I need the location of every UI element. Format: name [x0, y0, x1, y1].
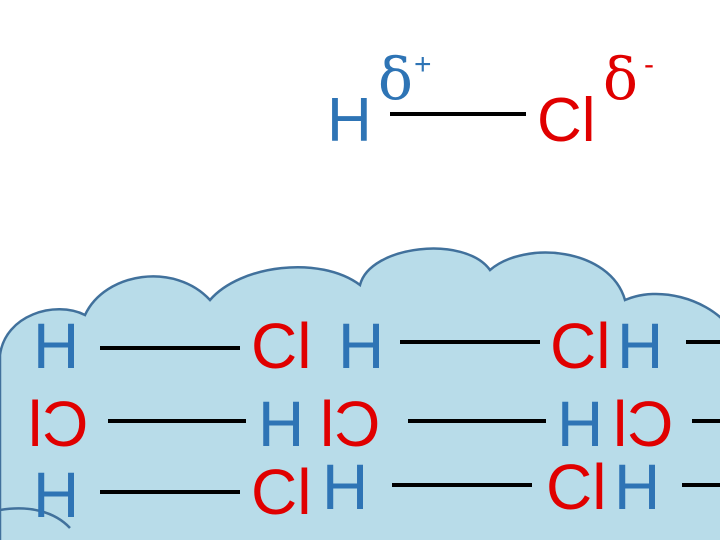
cloud-bottom-left-lobe [0, 507, 71, 529]
row1-atom-4: Cl [550, 310, 611, 382]
row1-atom-1: H [33, 310, 80, 382]
row2-atom-1: Cl [28, 388, 89, 460]
molecule-hydrogen: H [327, 86, 372, 155]
row3-atom-1: H [33, 459, 80, 531]
row2-atom-4: H [557, 388, 604, 460]
row2-atom-3-text: Cl [320, 388, 381, 460]
row2-bond-2 [408, 419, 546, 423]
delta-negative-symbol: δ [603, 45, 638, 113]
row2-bond-1 [108, 419, 246, 423]
row3-bond-2 [392, 483, 532, 487]
row1-bond-3 [686, 340, 720, 344]
delta-negative-sign: - [644, 48, 654, 81]
molecule-bond [390, 112, 526, 116]
molecule-chlorine: Cl [537, 86, 596, 155]
row3-atom-5: H [614, 451, 661, 523]
row1-bond-2 [400, 340, 540, 344]
row1-atom-5: H [617, 310, 664, 382]
delta-positive-sign: + [414, 48, 432, 81]
row3-atom-3: H [322, 451, 369, 523]
row2-atom-5-text: Cl [613, 388, 674, 460]
row1-bond-1 [100, 346, 240, 350]
row2-atom-1-text: Cl [28, 388, 89, 460]
row3-atom-4: Cl [546, 451, 607, 523]
row3-bond-1 [100, 490, 240, 494]
cloud-outline [0, 247, 720, 540]
row2-bond-3 [692, 419, 720, 423]
row3-atom-2: Cl [251, 456, 312, 528]
row2-atom-5: Cl [613, 388, 674, 460]
row1-atom-2: Cl [251, 310, 312, 382]
row3-bond-3 [682, 483, 720, 487]
row1-atom-3: H [338, 310, 385, 382]
row2-atom-3: Cl [320, 388, 381, 460]
row2-atom-2: H [258, 388, 305, 460]
delta-positive-symbol: δ [378, 45, 413, 113]
